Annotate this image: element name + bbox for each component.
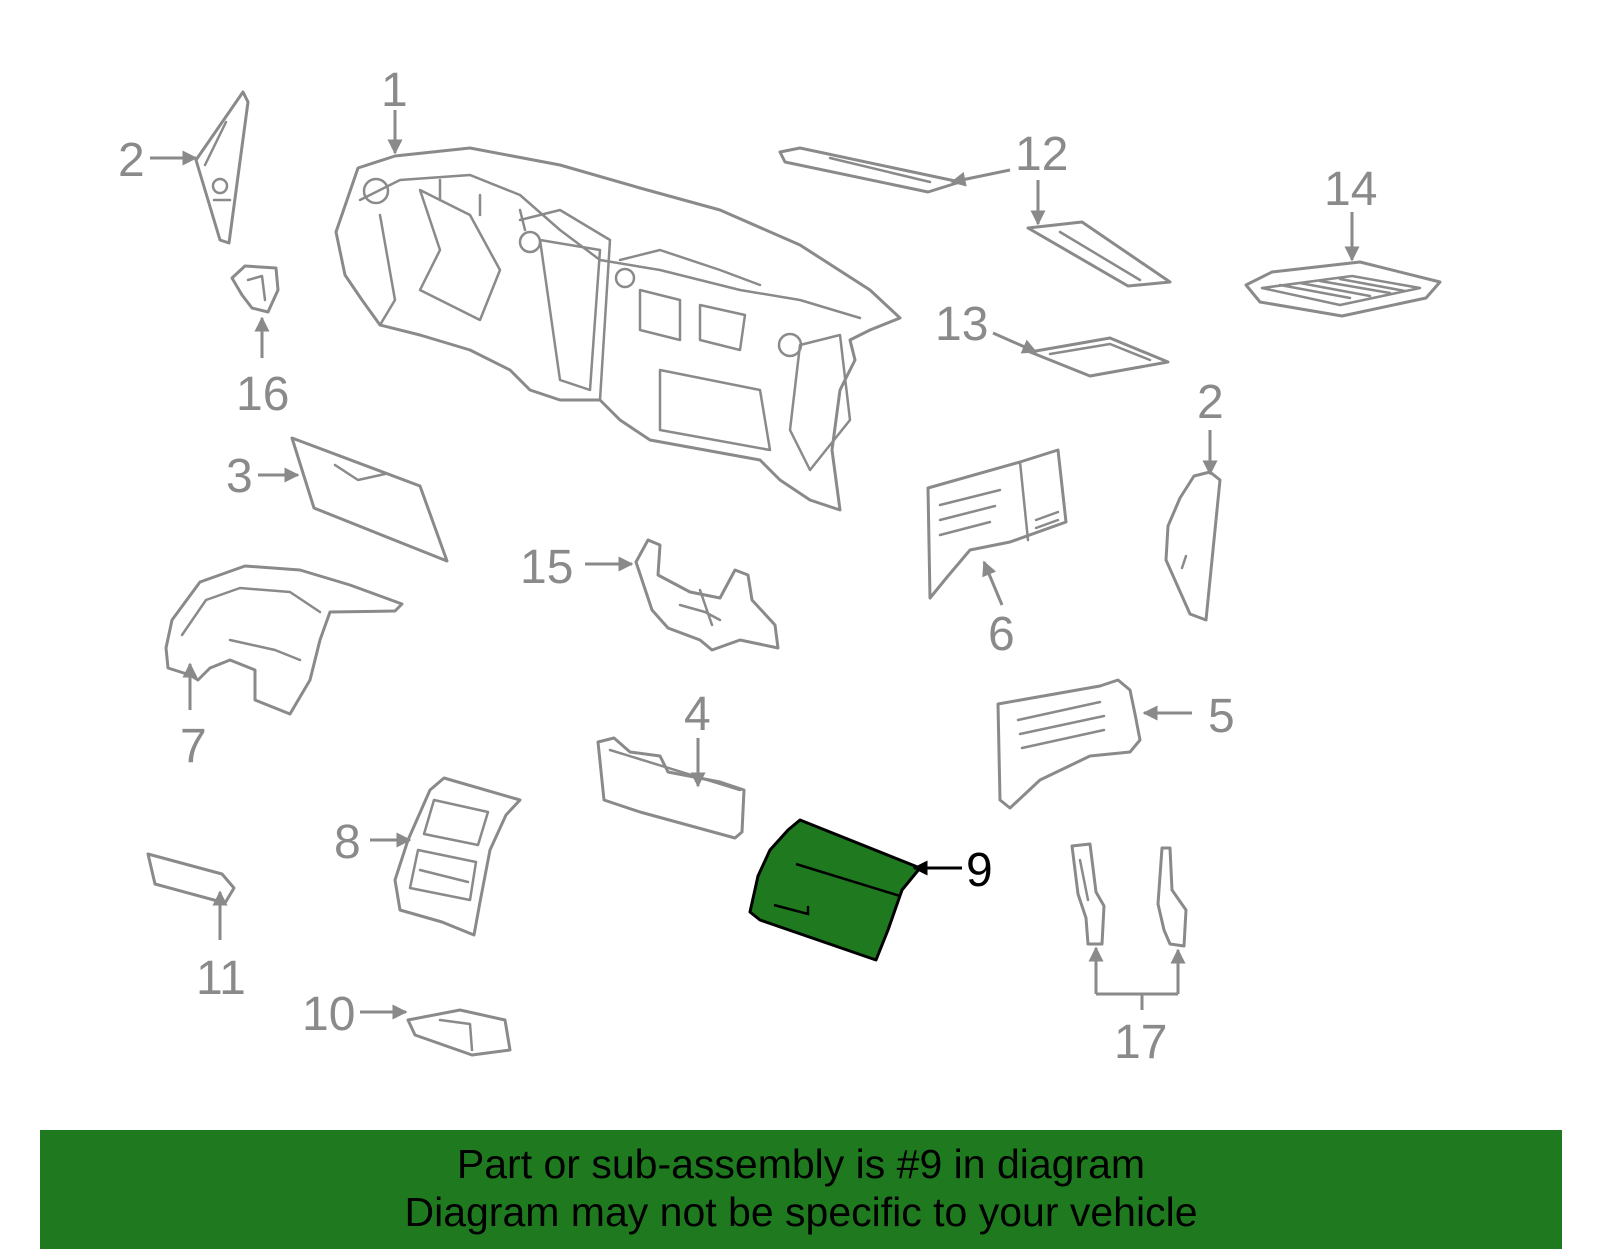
part-14-grille (1244, 260, 1442, 318)
callout-15: 15 (520, 541, 573, 594)
callout-3: 3 (226, 450, 253, 503)
callout-14: 14 (1324, 163, 1377, 216)
part-4-bracket (596, 736, 746, 840)
part-16-bracket (230, 264, 280, 314)
callout-5: 5 (1208, 690, 1235, 743)
info-banner: Part or sub-assembly is #9 in diagram Di… (40, 1130, 1562, 1249)
part-12-lower-trim (1026, 220, 1172, 288)
callout-13: 13 (935, 298, 988, 351)
part-10-duct (406, 1008, 512, 1057)
callout-8: 8 (334, 816, 361, 869)
part-5-panel (996, 678, 1142, 810)
part-9-highlighted (748, 818, 922, 962)
part-2-left-pillar (194, 90, 250, 245)
callout-16: 16 (236, 368, 289, 421)
part-12-trim (778, 146, 962, 194)
callout-17: 17 (1114, 1016, 1167, 1069)
part-15-bracket (634, 538, 780, 652)
callout-4: 4 (684, 688, 711, 741)
part-3-panel (290, 436, 449, 563)
callout-7: 7 (180, 720, 207, 773)
part-8-center-bezel (393, 776, 522, 937)
callout-9: 9 (966, 844, 993, 897)
banner-line-2: Diagram may not be specific to your vehi… (404, 1189, 1198, 1235)
part-7-cluster-bezel (164, 564, 404, 716)
part-17-brackets (1070, 842, 1188, 948)
part-1-instrument-panel (334, 146, 902, 512)
callout-1: 1 (381, 64, 408, 117)
callout-numbers: 1 2 16 3 7 8 11 10 12 13 14 2 6 15 4 5 9… (118, 64, 1377, 1069)
callout-2-left: 2 (118, 134, 145, 187)
callout-leaders (150, 110, 1360, 1020)
part-13-trim (1028, 336, 1170, 378)
callout-2-right: 2 (1197, 376, 1224, 429)
callout-11: 11 (196, 952, 246, 1005)
part-6-panel (926, 448, 1068, 600)
part-2-right-pillar (1164, 470, 1222, 622)
banner-line-1: Part or sub-assembly is #9 in diagram (456, 1141, 1146, 1187)
callout-12: 12 (1015, 128, 1068, 181)
callout-10: 10 (302, 988, 355, 1041)
callout-6: 6 (988, 608, 1015, 661)
